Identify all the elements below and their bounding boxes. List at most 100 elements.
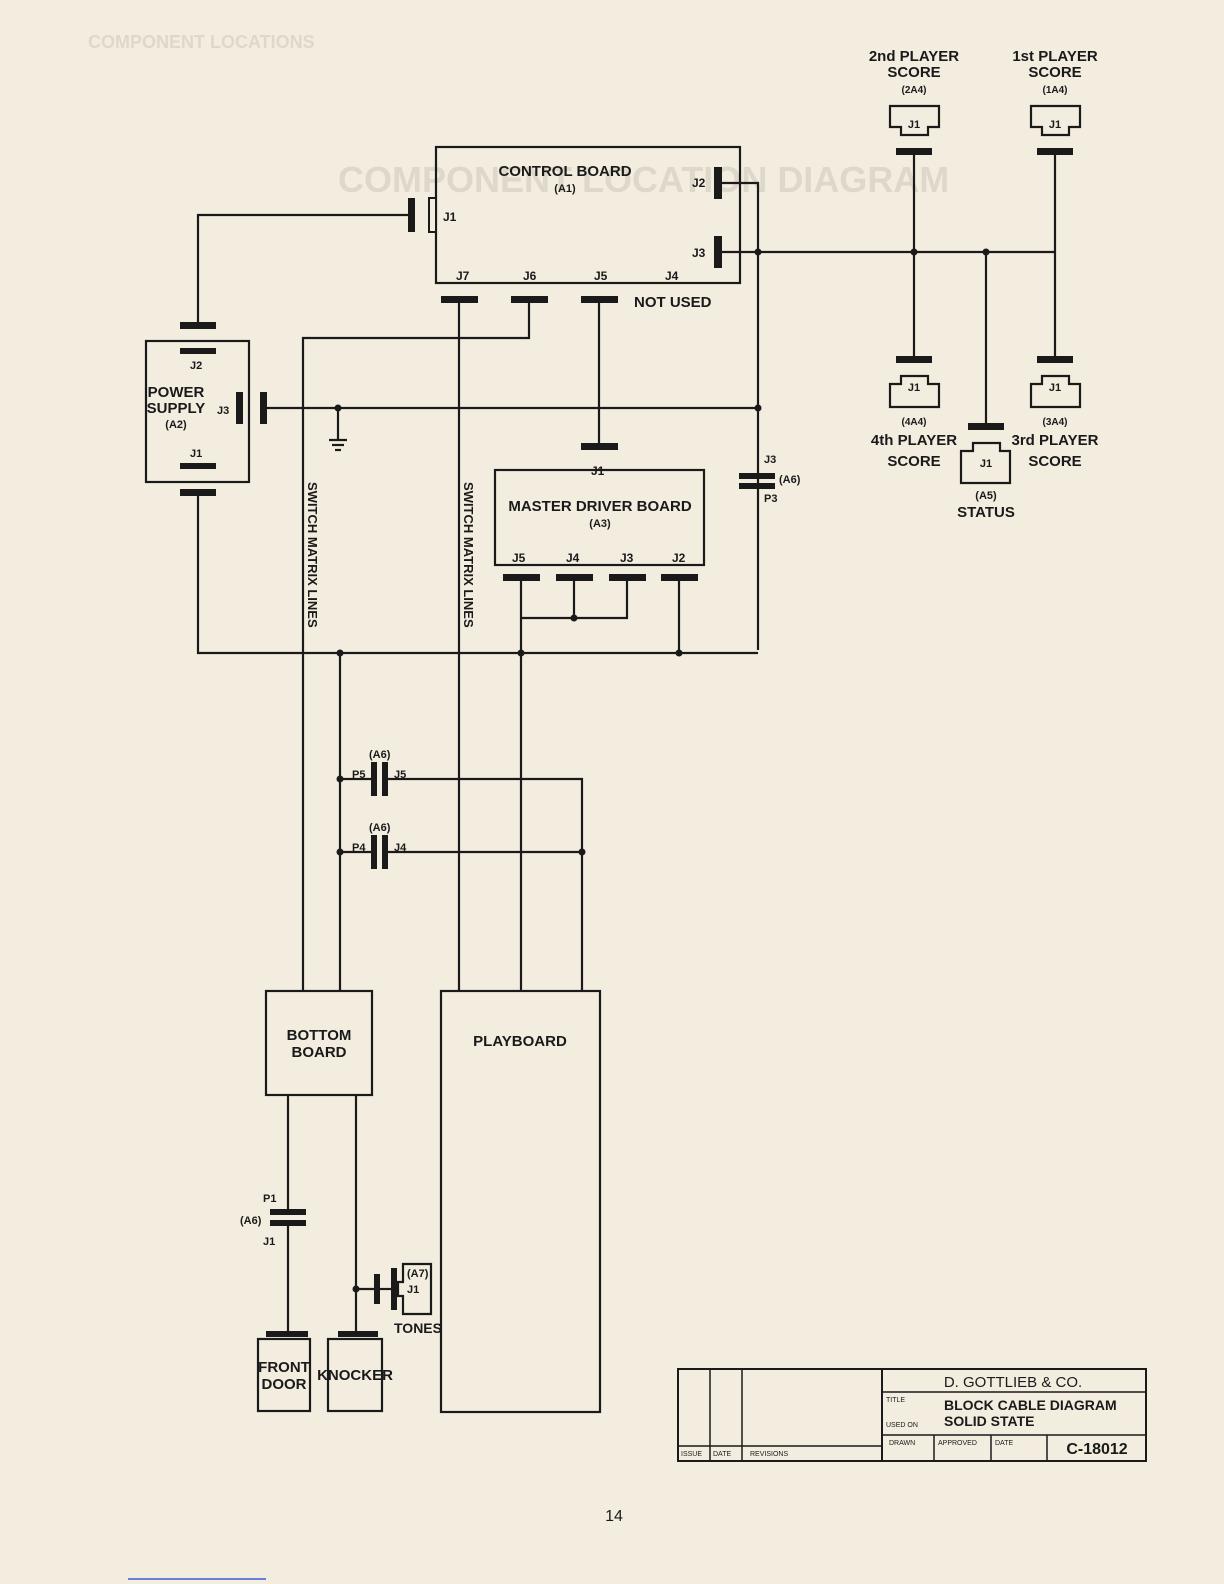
master-driver-board: J1 MASTER DRIVER BOARD (A3) J5 J4 J3 J2 [493, 443, 706, 581]
bottom-board-line2: BOARD [292, 1044, 347, 1061]
date-label: DATE [995, 1440, 1013, 1447]
power-supply-name-1: POWER [148, 384, 205, 401]
control-board-ref: (A1) [554, 183, 576, 195]
player2-plug [896, 148, 932, 155]
a6-j5-socket [382, 762, 388, 796]
a6-p5-ref: (A6) [369, 749, 391, 761]
power-j2-plug [180, 322, 216, 329]
player1-plug [1037, 148, 1073, 155]
a6-p5-j5-connector: (A6) P5 J5 [352, 749, 406, 796]
knocker-plug [338, 1331, 378, 1337]
player4-ref: (4A4) [901, 417, 926, 428]
a6-p1-plug [270, 1209, 306, 1215]
bottom-board: BOTTOM BOARD [264, 989, 374, 1097]
control-board-j5-label: J5 [594, 269, 608, 283]
status-display: J1 (A5) STATUS [957, 423, 1015, 521]
driver-j5-label: J5 [512, 551, 526, 565]
a6-p4-plug [371, 835, 377, 869]
player3-plug [1037, 356, 1073, 363]
a6-right-ref: (A6) [779, 474, 801, 486]
control-board-name: CONTROL BOARD [498, 163, 631, 180]
power-j3-plug [260, 392, 267, 424]
control-board-j4-label: J4 [665, 269, 679, 283]
status-name: STATUS [957, 504, 1015, 521]
drawn-label: DRAWN [889, 1440, 915, 1447]
player4-jack: J1 [908, 382, 920, 394]
tones-box [396, 1262, 433, 1316]
approved-label: APPROVED [938, 1440, 977, 1447]
ghost-header: COMPONENT LOCATIONS [88, 32, 315, 52]
front-door: FRONT DOOR [256, 1331, 312, 1413]
front-door-line1: FRONT [258, 1359, 310, 1376]
driver-j3-plug [609, 574, 646, 581]
issue-label: ISSUE [681, 1451, 702, 1458]
control-j2-plug [714, 167, 722, 199]
a6-p1-ref: (A6) [240, 1215, 262, 1227]
player2-ref: (2A4) [901, 85, 926, 96]
knocker: KNOCKER [317, 1331, 393, 1413]
cable-wires [196, 155, 1057, 1331]
tones-jack: J1 [407, 1284, 419, 1296]
control-board-j3-label: J3 [692, 246, 706, 260]
playboard-box [439, 989, 602, 1414]
player3-line2: SCORE [1028, 453, 1081, 470]
driver-j3-label: J3 [620, 551, 634, 565]
master-driver-box [493, 468, 706, 567]
front-door-line2: DOOR [262, 1376, 307, 1393]
tones-socket [391, 1268, 397, 1310]
issue-date-label: DATE [713, 1451, 731, 1458]
status-jack: J1 [980, 458, 992, 470]
a6-j1-label: J1 [263, 1236, 275, 1248]
player2-line2: SCORE [887, 64, 940, 81]
status-ref: (A5) [975, 490, 997, 502]
used-on-value: SOLID STATE [944, 1413, 1034, 1429]
master-driver-ref: (A3) [589, 518, 611, 530]
a6-p5-plug [371, 762, 377, 796]
player3-jack: J1 [1049, 382, 1061, 394]
ghost-title: COMPONENT LOCATION DIAGRAM [338, 159, 949, 200]
a6-j1-socket [270, 1220, 306, 1226]
control-j7-plug [441, 296, 478, 303]
player3-score: J1 (3A4) 3rd PLAYER SCORE [1012, 356, 1099, 470]
a6-p4-ref: (A6) [369, 822, 391, 834]
a6-p1-j1-connector: P1 (A6) J1 [240, 1193, 306, 1248]
control-board: CONTROL BOARD (A1) J1 J2 J3 J7 J6 J5 J4 … [408, 145, 742, 311]
used-on-label: USED ON [886, 1422, 918, 1429]
page-number: 14 [605, 1508, 623, 1525]
drawing-number: C-18012 [1066, 1441, 1127, 1458]
title-label: TITLE [886, 1397, 905, 1404]
tones-board: (A7) J1 TONES [374, 1262, 442, 1336]
power-supply-ref: (A2) [165, 419, 187, 431]
driver-j1-plug [581, 443, 618, 450]
junction-dots [334, 248, 990, 1293]
playboard-name: PLAYBOARD [473, 1033, 567, 1050]
player4-line2: SCORE [887, 453, 940, 470]
player4-display-box [888, 374, 941, 409]
control-board-j6-label: J6 [523, 269, 537, 283]
bottom-board-line1: BOTTOM [287, 1027, 352, 1044]
power-j1-label: J1 [190, 448, 202, 460]
bottom-board-box [264, 989, 374, 1097]
title-block: D. GOTTLIEB & CO. TITLE BLOCK CABLE DIAG… [677, 1368, 1147, 1462]
power-j3-label: J3 [217, 405, 229, 417]
player4-score: J1 (4A4) 4th PLAYER SCORE [871, 356, 957, 470]
power-j1-socket [180, 463, 216, 469]
player3-ref: (3A4) [1042, 417, 1067, 428]
a6-right-j3-label: J3 [764, 454, 776, 466]
revisions-label: REVISIONS [750, 1451, 788, 1458]
a6-j3-p3-connector: J3 (A6) P3 [739, 454, 801, 505]
power-supply-name-2: SUPPLY [147, 400, 206, 417]
status-display-box [959, 441, 1012, 485]
master-driver-name: MASTER DRIVER BOARD [508, 498, 692, 515]
a6-p4-j4-connector: (A6) P4 J4 [352, 822, 407, 869]
knocker-box [326, 1337, 384, 1413]
driver-j4-label: J4 [566, 551, 580, 565]
player1-jack: J1 [1049, 119, 1061, 131]
a6-p1-label: P1 [263, 1193, 276, 1205]
driver-j5-plug [503, 574, 540, 581]
drawing-title: BLOCK CABLE DIAGRAM [944, 1397, 1117, 1413]
tones-ref: (A7) [407, 1268, 429, 1280]
tones-plug [374, 1274, 380, 1304]
